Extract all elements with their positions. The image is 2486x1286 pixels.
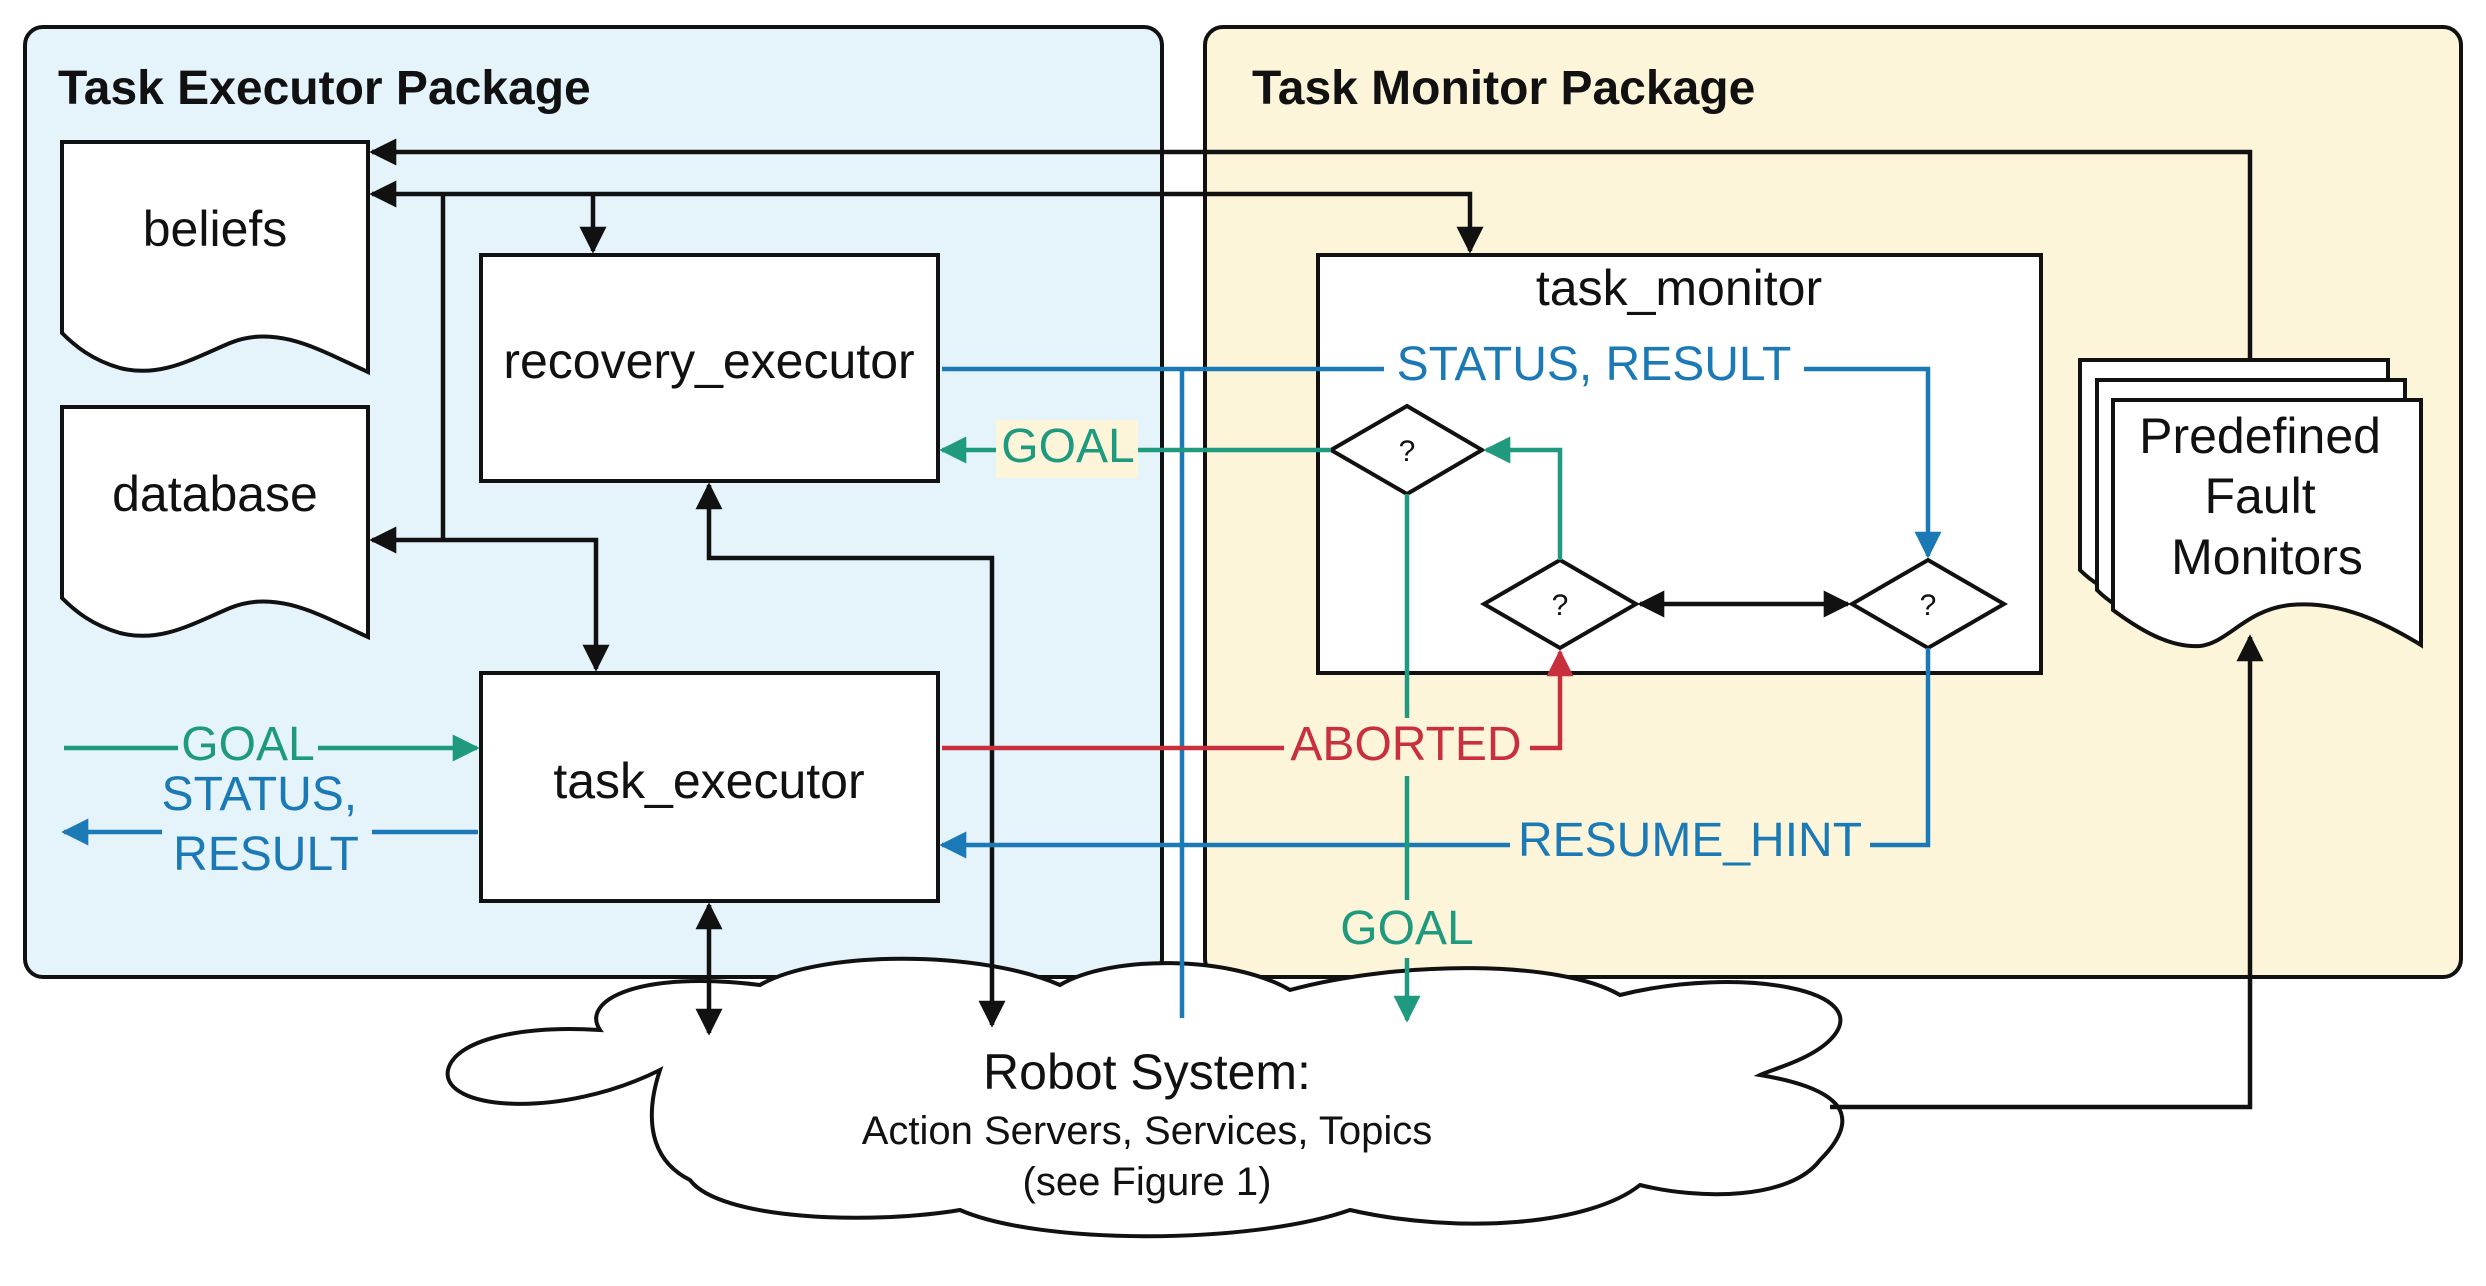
beliefs-document [60,140,370,376]
monitor-package-title: Task Monitor Package [1252,62,1755,115]
fault-monitors-doc-front [2111,398,2423,649]
mask-aborted [1284,718,1530,776]
label-status-out-line-1: STATUS, [162,768,358,821]
mask-resume-hint [1510,815,1870,873]
label-status-out: STATUS, RESULT [162,768,371,881]
executor-package-title: Task Executor Package [58,62,591,115]
arrow-resume-hint [939,648,1931,859]
decision-diamond-mid [1480,557,1640,651]
database-label: database [112,466,318,522]
fault-monitors-line-3: Monitors [2171,529,2363,585]
mask-goal-to-robot [1336,900,1478,958]
fault-monitors-line-2: Fault [2204,468,2315,524]
recovery-executor-box [479,253,940,483]
arrow-mid-to-top-diamond [1483,436,1563,560]
arrow-recovery-robot [695,482,1006,1028]
label-aborted: ABORTED [1290,718,1521,771]
fault-monitors-line-1: Predefined [2139,408,2381,464]
arrow-beliefs-task-monitor [369,180,1484,254]
database-document [60,405,370,641]
arrow-to-task-executor [443,537,610,672]
label-status-result: STATUS, RESULT [1397,338,1792,391]
robot-system-line-3: (see Figure 1) [1023,1160,1272,1204]
task-monitor-label: task_monitor [1536,260,1822,316]
fault-monitors-label: Predefined Fault Monitors [2139,408,2395,585]
decision-right-symbol: ? [1920,589,1937,622]
label-status-out-line-2: RESULT [173,828,359,881]
robot-system-cloud [445,956,1845,1239]
label-goal-to-robot: GOAL [1340,902,1473,955]
arrow-monitors-to-beliefs [369,138,2253,360]
mask-status-out [162,770,372,882]
decision-mid-symbol: ? [1552,589,1569,622]
mask-status-result [1384,337,1804,397]
robot-system-line-2: Action Servers, Services, Topics [862,1109,1433,1153]
recovery-executor-label: recovery_executor [503,333,914,389]
arrow-robot-to-monitors [1830,634,2264,1110]
decision-top-symbol: ? [1399,435,1416,468]
beliefs-label: beliefs [143,201,288,257]
robot-system-title: Robot System: [983,1044,1311,1100]
mask-goal-in [178,718,318,774]
label-resume-hint: RESUME_HINT [1518,814,1862,867]
mask-goal-to-recovery [996,420,1138,478]
arrow-aborted [942,649,1574,751]
label-goal-in: GOAL [181,718,314,771]
label-goal-to-recovery: GOAL [1001,420,1134,473]
arrow-recovery-status-result [942,366,1942,559]
control-connectors [369,138,2264,1110]
task-executor-label: task_executor [553,753,864,809]
